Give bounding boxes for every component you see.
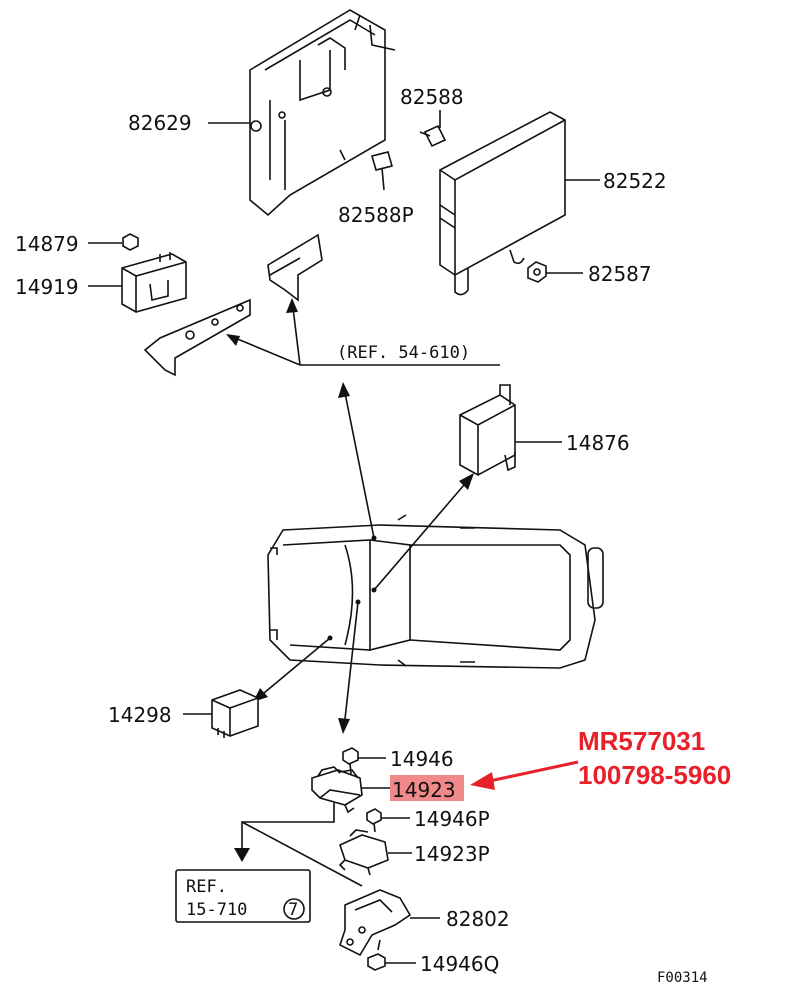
- label-14298: 14298: [108, 703, 172, 727]
- ref-15-710-leaders: [234, 803, 363, 887]
- part-14923-drawing: [311, 766, 390, 814]
- ref-15-710-circle: [283, 898, 305, 920]
- part-82588P-drawing: [371, 151, 393, 191]
- label-82588P: 82588P: [338, 203, 414, 227]
- label-14946Q: 14946Q: [420, 952, 499, 976]
- ref-54-610: (REF. 54-610): [337, 343, 470, 363]
- annotation-arrow: [470, 760, 579, 790]
- vehicle-outline-drawing: [267, 514, 604, 669]
- part-82588-drawing: [419, 110, 447, 148]
- part-82802-drawing: [339, 889, 440, 957]
- label-82522: 82522: [603, 169, 667, 193]
- ref-15-710-number: 15-710: [186, 900, 247, 920]
- part-14923-highlight: [390, 775, 464, 801]
- label-14946P: 14946P: [414, 807, 490, 831]
- label-14923P: 14923P: [414, 842, 490, 866]
- label-82588: 82588: [400, 85, 464, 109]
- part-14879-drawing: [88, 233, 139, 251]
- part-82587-drawing: [527, 261, 583, 283]
- ref-15-710-label: REF.: [186, 877, 227, 897]
- part-14298-drawing: [183, 689, 259, 738]
- annotation-part-number: MR577031: [578, 726, 705, 756]
- mounting-bracket-drawing: [143, 233, 323, 377]
- part-82522-drawing: [439, 111, 600, 296]
- label-14923: 14923: [392, 778, 456, 802]
- part-14946P-drawing: [366, 808, 410, 833]
- label-14946: 14946: [390, 747, 454, 771]
- part-14946-drawing: [342, 747, 386, 775]
- label-14876: 14876: [566, 431, 630, 455]
- label-14919: 14919: [15, 275, 79, 299]
- label-82629: 82629: [128, 111, 192, 135]
- label-14879: 14879: [15, 232, 79, 256]
- ref-54-610-leaders: [226, 298, 500, 366]
- part-14919-drawing: [88, 252, 187, 313]
- part-82629-drawing: [208, 9, 396, 217]
- part-14876-drawing: [459, 384, 562, 476]
- label-82587: 82587: [588, 262, 652, 286]
- part-14946Q-drawing: [367, 939, 416, 971]
- label-82802: 82802: [446, 907, 510, 931]
- ref-15-710-box: [175, 869, 311, 923]
- ref-15-710-circle-number: 7: [288, 900, 298, 920]
- vehicle-pointer-arrows: [253, 382, 474, 734]
- figure-code: F00314: [657, 970, 708, 986]
- part-14923P-drawing: [338, 829, 412, 876]
- annotation-oem-number: 100798-5960: [578, 760, 731, 790]
